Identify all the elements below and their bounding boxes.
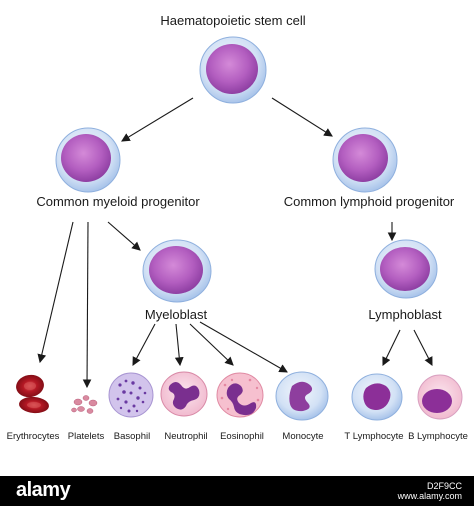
arrow-myeloid-to-platelets bbox=[82, 221, 92, 389]
lymphoblast-cell bbox=[374, 239, 438, 299]
myeloid-progenitor-cell bbox=[55, 127, 121, 193]
diagram-art bbox=[16, 36, 463, 421]
arrow-myeloid-to-erythrocytes bbox=[37, 221, 74, 364]
t-lymphocyte-cell bbox=[351, 373, 403, 421]
arrow-myeloblast-to-eosinophil bbox=[189, 323, 234, 366]
label-lymphoid-progenitor: Common lymphoid progenitor bbox=[283, 194, 455, 209]
label-neutrophil: Neutrophil bbox=[164, 431, 208, 442]
neutrophil-cell bbox=[160, 371, 208, 417]
watermark-footer: alamy D2F9CC www.alamy.com bbox=[0, 476, 474, 506]
alamy-logo: alamy bbox=[16, 479, 71, 501]
erythrocytes-cells bbox=[16, 374, 49, 414]
arrow-myeloblast-to-monocyte bbox=[199, 321, 288, 373]
arrows bbox=[37, 97, 433, 389]
arrow-lymphoblast-to-t-lymphocyte bbox=[382, 329, 401, 366]
label-t-lymphocyte: T Lymphocyte bbox=[344, 431, 404, 442]
stem-cell bbox=[199, 36, 267, 104]
label-basophil: Basophil bbox=[113, 431, 151, 442]
arrow-stem-to-myeloid bbox=[121, 97, 194, 142]
basophil-cell bbox=[108, 372, 154, 418]
label-monocyte: Monocyte bbox=[282, 431, 324, 442]
image-id: D2F9CC bbox=[426, 481, 462, 491]
label-lymphoblast: Lymphoblast bbox=[368, 307, 442, 322]
eosinophil-cell bbox=[216, 372, 264, 418]
watermark-code: D2F9CC www.alamy.com bbox=[398, 481, 462, 501]
b-lymphocyte-cell bbox=[417, 374, 463, 420]
arrow-myeloblast-to-neutrophil bbox=[174, 323, 184, 367]
site-url: www.alamy.com bbox=[397, 491, 462, 501]
monocyte-cell bbox=[275, 371, 329, 421]
platelets-cells bbox=[71, 395, 98, 414]
arrow-stem-to-lymphoid bbox=[271, 97, 333, 137]
arrow-myeloblast-to-basophil bbox=[132, 323, 156, 366]
lymphoid-progenitor-cell bbox=[332, 127, 398, 193]
label-erythrocytes: Erythrocytes bbox=[6, 431, 60, 442]
myeloblast-cell bbox=[142, 239, 212, 303]
label-myeloblast: Myeloblast bbox=[144, 307, 208, 322]
label-stem-cell: Haematopoietic stem cell bbox=[160, 13, 306, 28]
label-myeloid-progenitor: Common myeloid progenitor bbox=[36, 194, 200, 209]
label-b-lymphocyte: B Lymphocyte bbox=[408, 431, 468, 442]
label-platelets: Platelets bbox=[67, 431, 105, 442]
label-eosinophil: Eosinophil bbox=[220, 431, 264, 442]
arrow-lymphoblast-to-b-lymphocyte bbox=[413, 329, 433, 366]
arrow-myeloid-to-myeloblast bbox=[107, 221, 141, 251]
